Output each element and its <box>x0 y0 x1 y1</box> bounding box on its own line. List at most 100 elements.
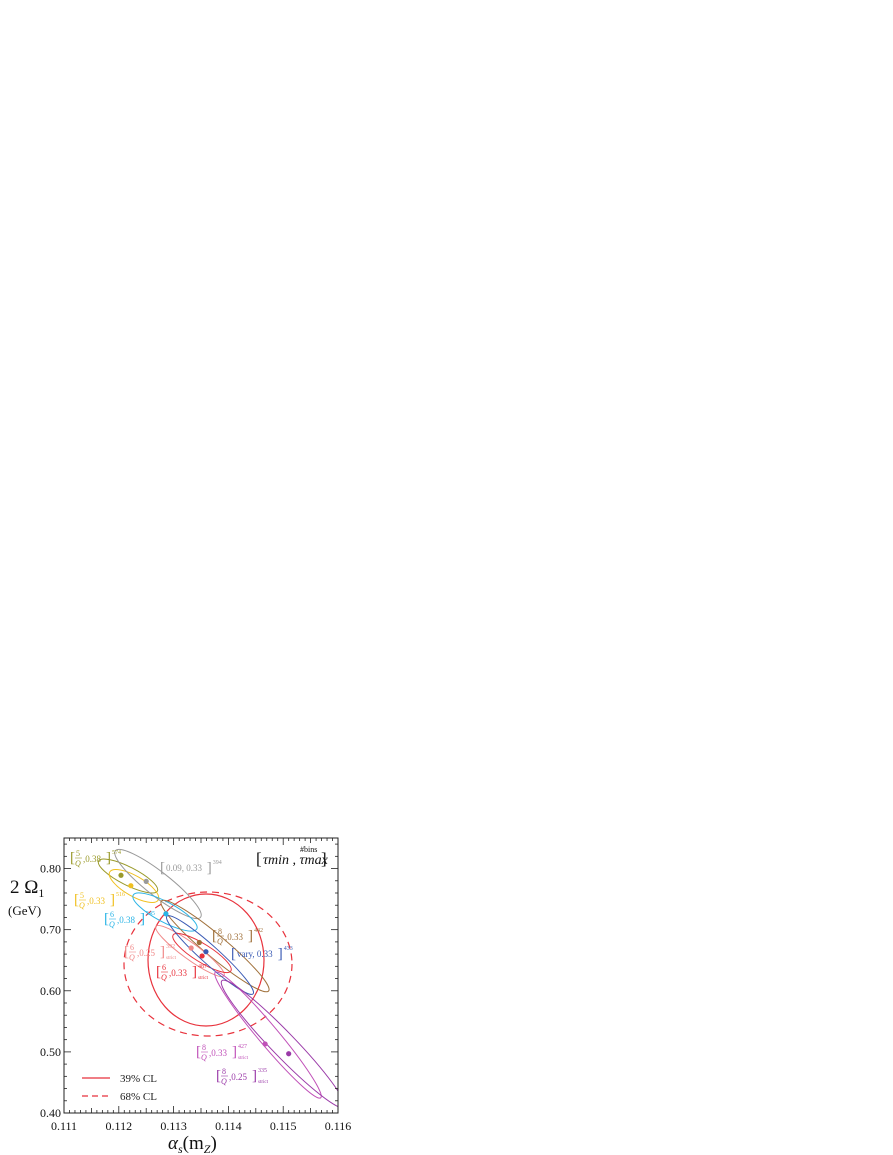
corner-label: [ τmin , τmax ] #bins <box>256 845 329 868</box>
fit-center-point <box>128 883 134 889</box>
svg-text:[: [ <box>74 892 79 908</box>
svg-text:Q: Q <box>221 1077 227 1086</box>
svg-text:[: [ <box>256 849 262 868</box>
svg-text:574: 574 <box>112 850 121 856</box>
plot-contents <box>97 848 338 1109</box>
svg-text:545: 545 <box>146 911 155 917</box>
svg-text:strict: strict <box>166 956 177 961</box>
x-tick-label: 0.113 <box>160 1119 187 1133</box>
svg-text:427: 427 <box>238 1044 247 1050</box>
svg-text:[: [ <box>124 944 129 960</box>
svg-text:τmin , τmax: τmin , τmax <box>263 853 329 868</box>
svg-text:Q: Q <box>109 920 115 929</box>
fit-center-point <box>286 1051 292 1057</box>
series-label: [8Q,0.33]427 strict <box>196 1043 249 1062</box>
confidence-ellipse <box>132 892 198 932</box>
fit-center-point <box>203 949 209 955</box>
confidence-ellipse <box>97 858 159 894</box>
svg-text:[: [ <box>196 1044 201 1060</box>
x-tick-label: 0.116 <box>325 1119 352 1133</box>
series-label: [8Q,0.33]442 <box>212 927 263 946</box>
svg-text:,0.33: ,0.33 <box>87 896 106 906</box>
legend: 39% CL 68% CL <box>82 1073 157 1103</box>
svg-text:Q: Q <box>79 901 85 910</box>
y-tick-label: 0.40 <box>40 1106 61 1120</box>
svg-text:Q: Q <box>129 953 135 962</box>
series-label: [5Q,0.38]574 <box>70 849 121 868</box>
fit-center-point <box>163 911 169 917</box>
x-tick-label: 0.111 <box>51 1119 77 1133</box>
y-tick-label: 0.50 <box>40 1045 61 1059</box>
svg-text:,0.33: ,0.33 <box>225 932 244 942</box>
svg-text:Q: Q <box>201 1053 207 1062</box>
legend-solid-label: 39% CL <box>120 1073 157 1085</box>
svg-text:[: [ <box>212 928 217 944</box>
svg-text:]: ] <box>110 892 115 908</box>
y-tick-label: 0.70 <box>40 923 61 937</box>
svg-text:0.09, 0.33: 0.09, 0.33 <box>166 863 203 873</box>
svg-text:]: ] <box>248 928 253 944</box>
confidence-ellipse <box>147 893 265 1027</box>
confidence-ellipse <box>114 848 202 920</box>
svg-text:5: 5 <box>76 849 80 858</box>
svg-text:strict: strict <box>258 1080 269 1085</box>
svg-text:[: [ <box>156 964 161 980</box>
y-tick-label: 0.80 <box>40 862 61 876</box>
fit-center-point <box>262 1041 268 1047</box>
svg-text:8: 8 <box>218 927 222 936</box>
svg-text:6: 6 <box>130 943 134 952</box>
svg-text:442: 442 <box>254 928 263 934</box>
svg-text:,0.33: ,0.33 <box>169 968 188 978</box>
confidence-ellipse <box>172 932 232 974</box>
svg-text:516: 516 <box>116 892 125 898</box>
svg-text:,0.38: ,0.38 <box>117 915 136 925</box>
y-axis-label: 2 Ω1 <box>10 877 44 900</box>
svg-text:]: ] <box>278 946 283 962</box>
svg-text:]: ] <box>232 1044 237 1060</box>
x-tick-label: 0.112 <box>106 1119 133 1133</box>
confidence-ellipse <box>123 891 293 1037</box>
svg-text:strict: strict <box>238 1056 249 1061</box>
svg-text:[: [ <box>104 911 109 927</box>
svg-text:335: 335 <box>258 1068 267 1074</box>
fit-center-point <box>118 872 124 878</box>
fit-center-point <box>143 878 149 884</box>
svg-text:vary, 0.33: vary, 0.33 <box>237 949 273 959</box>
fit-center-point <box>188 945 194 951</box>
svg-text:,0.25: ,0.25 <box>229 1072 248 1082</box>
svg-text:8: 8 <box>202 1043 206 1052</box>
svg-text:[: [ <box>160 860 165 876</box>
svg-text:[: [ <box>70 850 75 866</box>
svg-text:433: 433 <box>284 946 293 952</box>
svg-text:Q: Q <box>217 937 223 946</box>
fit-center-point <box>196 939 202 946</box>
series-label: [6Q,0.38]545 <box>104 910 155 929</box>
confidence-ellipse <box>214 971 322 1099</box>
legend-dashed-label: 68% CL <box>120 1091 157 1103</box>
axis-labels: 2 Ω1 (GeV) αs(mZ) <box>8 877 217 1155</box>
svg-text:#bins: #bins <box>300 845 317 854</box>
svg-text:[: [ <box>231 946 236 962</box>
svg-text:[: [ <box>216 1068 221 1084</box>
svg-text:392: 392 <box>166 944 175 950</box>
svg-text:Q: Q <box>75 859 81 868</box>
y-axis-unit: (GeV) <box>8 903 41 918</box>
svg-text:6: 6 <box>162 963 166 972</box>
svg-text:]: ] <box>160 944 165 960</box>
svg-text:]: ] <box>106 850 111 866</box>
svg-text:]: ] <box>321 849 327 868</box>
series-label: [vary, 0.33]433 <box>231 946 293 962</box>
svg-text:8: 8 <box>222 1067 226 1076</box>
confidence-ellipse <box>220 979 338 1109</box>
x-axis-label: αs(mZ) <box>168 1133 217 1155</box>
confidence-ellipse <box>165 915 255 995</box>
confidence-ellipse <box>108 869 160 903</box>
svg-text:394: 394 <box>213 860 222 866</box>
svg-text:,0.33: ,0.33 <box>209 1048 228 1058</box>
series-label: [0.09, 0.33]394 <box>160 860 222 876</box>
